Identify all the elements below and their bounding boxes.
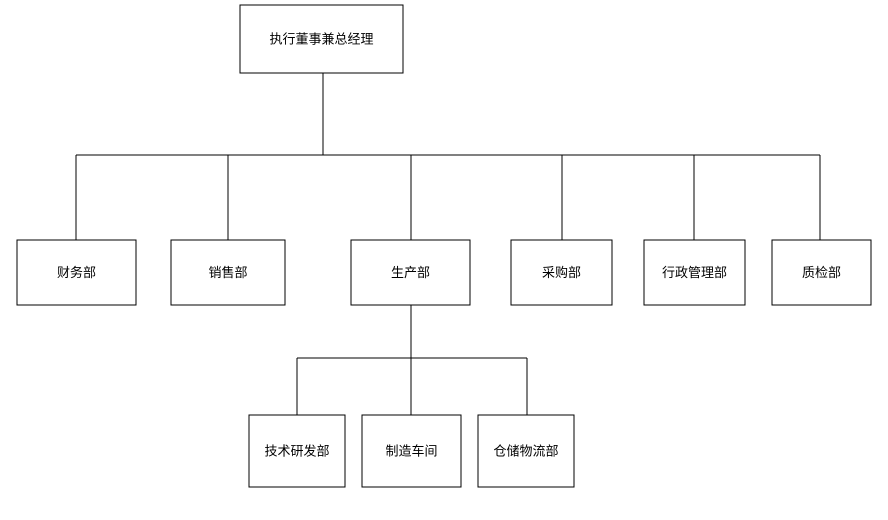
org-node-sales-label: 销售部 bbox=[208, 265, 247, 281]
org-node-quality-box[interactable] bbox=[771, 239, 872, 306]
org-node-finance-label: 财务部 bbox=[57, 265, 96, 281]
org-node-rnd-label: 技术研发部 bbox=[264, 444, 329, 460]
org-node-workshop-box[interactable] bbox=[361, 414, 462, 488]
org-node-workshop-label: 制造车间 bbox=[385, 444, 437, 460]
org-node-purchase[interactable]: 采购部 bbox=[510, 239, 613, 306]
org-node-workshop[interactable]: 制造车间 bbox=[361, 414, 462, 488]
org-node-quality-label: 质检部 bbox=[802, 266, 841, 281]
connector-layer bbox=[75, 73, 821, 415]
org-node-sales-box[interactable] bbox=[170, 239, 286, 306]
org-node-purchase-box[interactable] bbox=[510, 239, 613, 306]
org-node-finance[interactable]: 财务部 bbox=[16, 239, 137, 306]
org-node-logistics-box[interactable] bbox=[477, 414, 575, 488]
org-node-purchase-label: 采购部 bbox=[542, 265, 581, 281]
org-node-logistics[interactable]: 仓储物流部 bbox=[477, 414, 575, 488]
org-node-logistics-label: 仓储物流部 bbox=[493, 445, 558, 460]
org-node-root[interactable]: 执行董事兼总经理 bbox=[239, 4, 404, 74]
org-node-production-box[interactable] bbox=[350, 239, 471, 306]
org-node-root-box[interactable] bbox=[239, 4, 404, 74]
org-node-rnd[interactable]: 技术研发部 bbox=[248, 414, 346, 488]
org-node-admin-box[interactable] bbox=[643, 239, 746, 306]
org-node-sales[interactable]: 销售部 bbox=[170, 239, 286, 306]
org-node-admin-label: 行政管理部 bbox=[662, 266, 727, 281]
org-node-rnd-box[interactable] bbox=[248, 414, 346, 488]
org-node-production-label: 生产部 bbox=[391, 266, 430, 281]
org-node-admin[interactable]: 行政管理部 bbox=[643, 239, 746, 306]
org-node-root-label: 执行董事兼总经理 bbox=[269, 33, 373, 48]
org-node-finance-box[interactable] bbox=[16, 239, 137, 306]
org-node-production[interactable]: 生产部 bbox=[350, 239, 471, 306]
org-node-quality[interactable]: 质检部 bbox=[771, 239, 872, 306]
